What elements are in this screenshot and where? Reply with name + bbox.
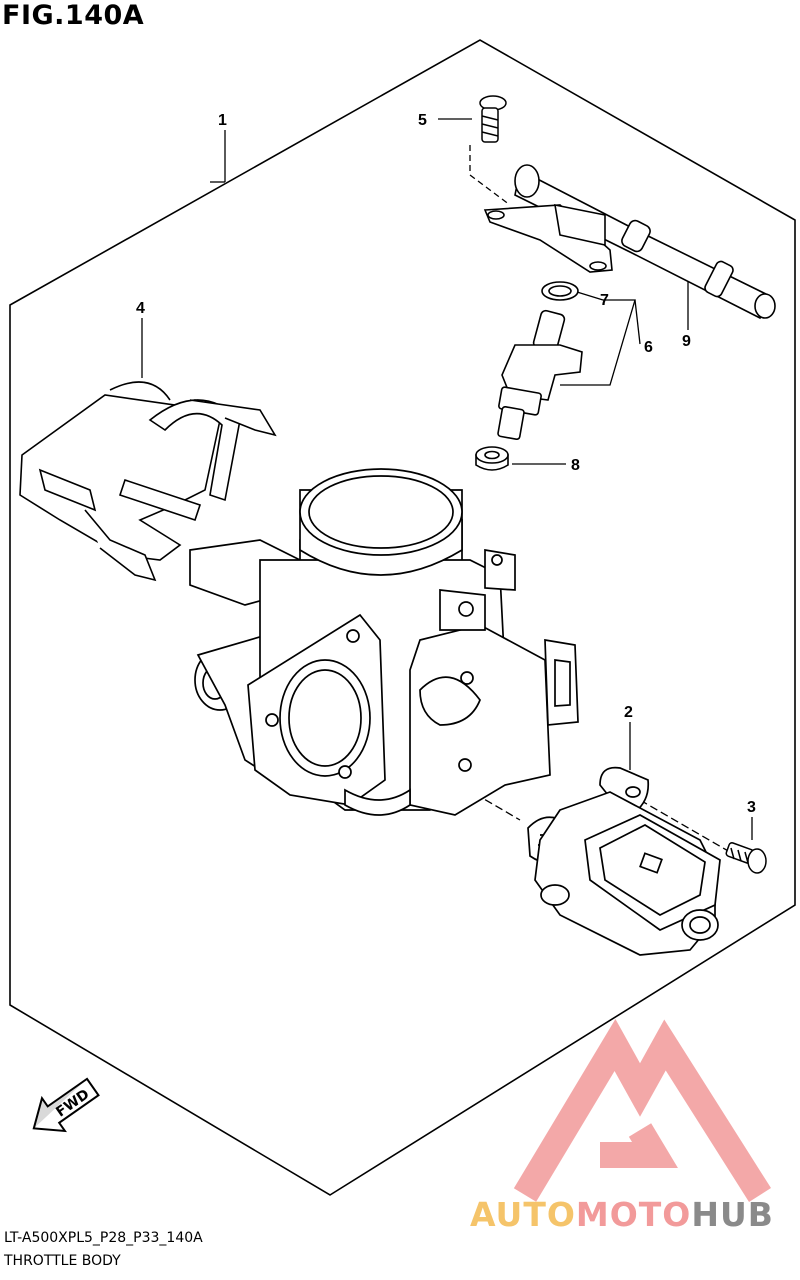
callout-5: 5 [418,112,427,129]
callout-1: 1 [218,112,227,129]
screw-5-drawing [479,95,507,143]
figure-name: THROTTLE BODY [4,1253,121,1269]
isc-valve-2-drawing [527,766,721,956]
figure-code: LT-A500XPL5_P28_P33_140A [4,1230,203,1246]
assembly-boundary [9,39,796,1196]
injector-6-drawing [497,309,583,441]
cushion-8-drawing [475,446,509,471]
callout-3: 3 [747,799,756,816]
callout-6: 6 [644,339,653,356]
screw-3-drawing [725,842,767,874]
leader-lines [141,118,753,853]
watermark-auto: AUTO [470,1195,576,1234]
callout-9: 9 [682,333,691,350]
watermark-moto: MOTO [575,1195,692,1234]
callout-2: 2 [624,704,633,721]
holder-4-drawing [19,381,277,582]
watermark-hub: HUB [691,1195,774,1234]
figure-title: FIG.140A [2,0,145,31]
callout-4: 4 [136,300,145,317]
watermark-logo [513,1019,771,1202]
watermark-text: AUTOMOTOHUB [470,1195,774,1234]
fwd-arrow-icon: FWD [32,1077,100,1133]
o-ring-7-drawing [541,281,579,301]
callout-7: 7 [600,292,609,309]
throttle-body-drawing [189,468,579,816]
callout-8: 8 [571,457,580,474]
fuel-delivery-pipe-drawing [483,164,776,320]
